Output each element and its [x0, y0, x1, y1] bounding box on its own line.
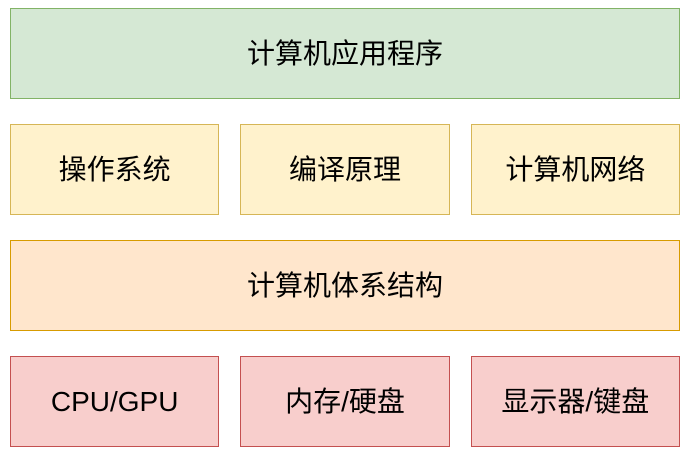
row-hardware-layer: CPU/GPU 内存/硬盘 显示器/键盘: [10, 356, 680, 447]
box-label: 计算机网络: [505, 153, 646, 185]
box-label: 编译原理: [288, 153, 401, 185]
row-application-layer: 计算机应用程序: [10, 8, 680, 99]
box-operating-system: 操作系统: [10, 124, 220, 215]
box-display-keyboard: 显示器/键盘: [470, 356, 680, 447]
row-architecture-layer: 计算机体系结构: [10, 240, 680, 331]
box-label: 计算机体系结构: [246, 269, 443, 301]
box-label: 内存/硬盘: [285, 385, 405, 417]
box-compiler-principles: 编译原理: [240, 124, 450, 215]
box-computer-architecture: 计算机体系结构: [10, 240, 680, 331]
box-cpu-gpu: CPU/GPU: [10, 356, 220, 447]
box-label: 计算机应用程序: [246, 37, 443, 69]
box-memory-disk: 内存/硬盘: [240, 356, 450, 447]
box-computer-applications: 计算机应用程序: [10, 8, 680, 99]
row-system-software-layer: 操作系统 编译原理 计算机网络: [10, 124, 680, 215]
box-label: 显示器/键盘: [501, 385, 650, 417]
box-label: CPU/GPU: [50, 385, 179, 417]
box-computer-networks: 计算机网络: [470, 124, 680, 215]
box-label: 操作系统: [58, 153, 171, 185]
